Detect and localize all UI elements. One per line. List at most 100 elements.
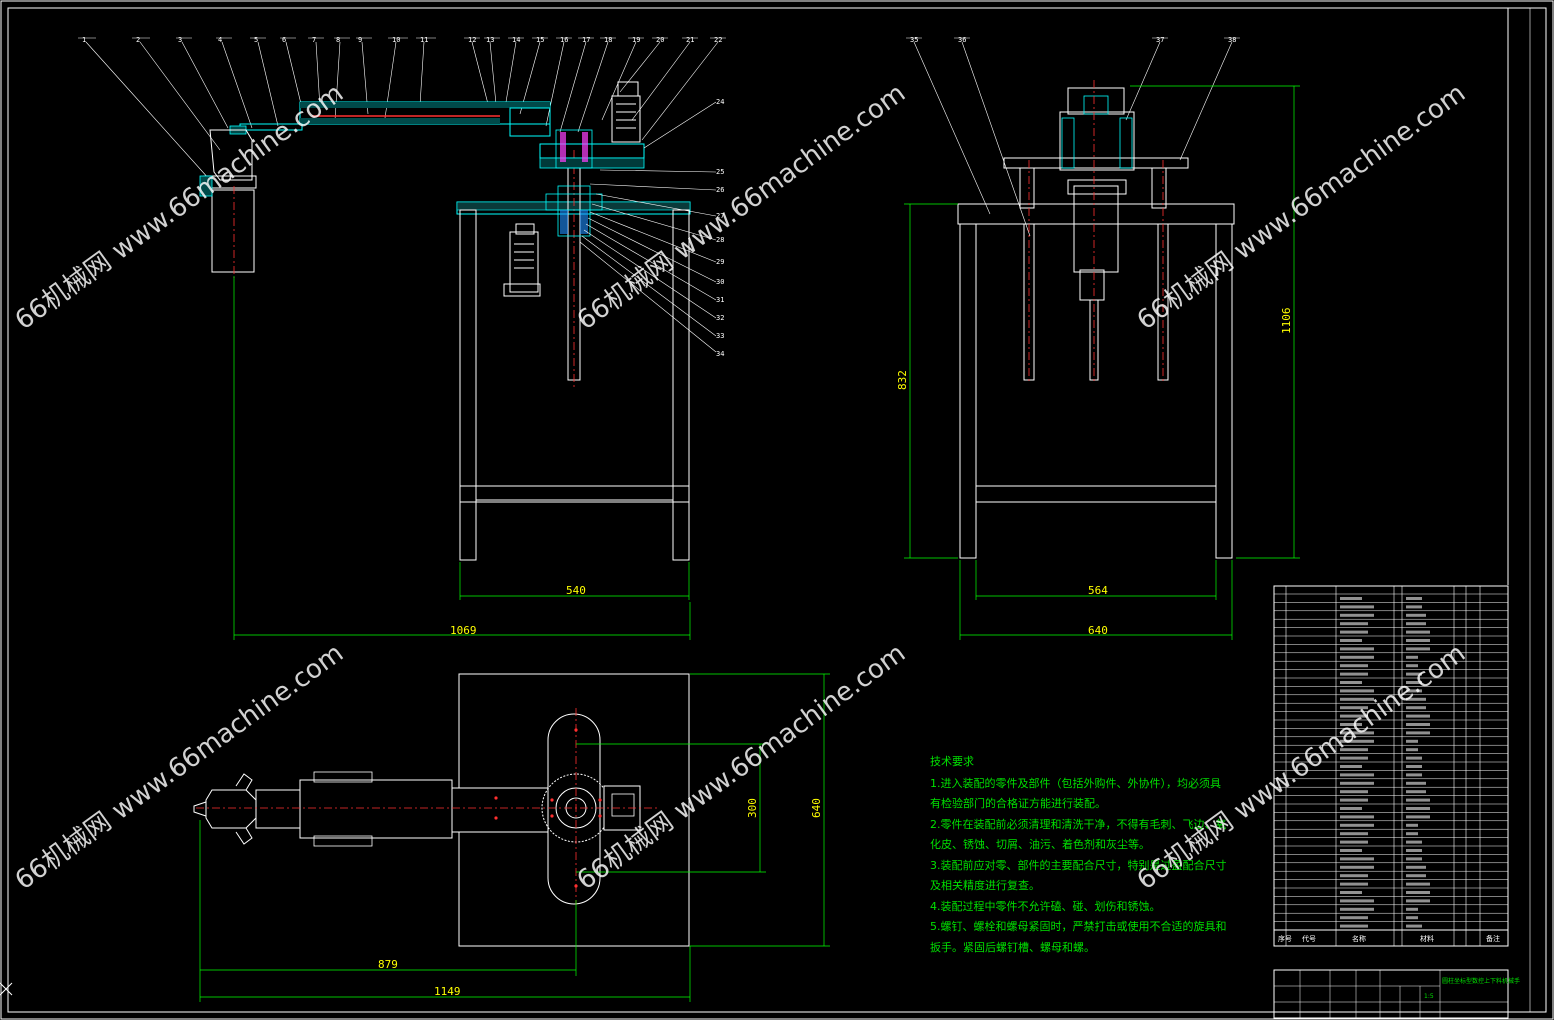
balloon-37: 37 [1156,36,1164,44]
bom-entry-mark [1340,731,1374,735]
dim-832 [904,203,958,559]
bom-entry-mark [1340,655,1374,659]
dim-1149 [199,946,691,1002]
bom-entry-mark [1340,832,1368,836]
balloon-15: 15 [536,36,544,44]
bom-entry-mark [1340,865,1374,869]
bom-entry-mark [1340,756,1368,760]
dim-300 [576,743,766,873]
bom-entry-mark [1406,765,1422,768]
balloon-19: 19 [632,36,640,44]
bom-entry-mark [1406,891,1430,894]
side-leaders [579,101,717,353]
table-frame [459,209,690,561]
arm-housing-bottom [300,118,500,124]
title-block-grid [1274,970,1508,1018]
bom-entry-mark [1340,597,1362,600]
balloon-6: 6 [282,36,286,44]
arm-housing-top [300,102,550,108]
balloon-29: 29 [716,258,724,266]
bom-entry-mark [1340,891,1362,894]
dim-832-label: 832 [896,370,909,390]
technical-requirements: 技术要求 1.进入装配的零件及部件（包括外购件、外协件），均必须具有检验部门的合… [930,752,1230,958]
balloon-2: 2 [136,36,140,44]
dim-640-side [959,560,1233,640]
bom-entry-mark [1406,781,1426,785]
balloon-31: 31 [716,296,724,304]
balloon-11: 11 [420,36,428,44]
hub-seal-left [560,132,566,162]
balloon-10: 10 [392,36,400,44]
balloon-35: 35 [910,36,918,44]
dim-1149-label: 1149 [434,985,461,998]
dim-564-label: 564 [1088,584,1108,597]
dim-540 [459,562,690,600]
bom-entry-mark [1340,807,1362,810]
bom-entry-mark [1406,647,1430,651]
bom-entry-mark [1406,882,1430,886]
bom-col-material: 材料 [1420,934,1434,943]
balloon-9: 9 [358,36,362,44]
bom-entry-mark [1340,765,1362,768]
table-top-hatch [456,201,691,211]
parts-list-rows [1274,593,1508,931]
drawing-scale: 1:5 [1424,993,1434,1000]
bom-entry-mark [1406,630,1430,634]
bom-entry-mark [1406,798,1430,802]
parts-list-columns [1285,586,1481,946]
bom-entry-mark [1406,924,1422,928]
rotary-hub [555,129,593,169]
bom-entry-mark [1406,664,1418,668]
balloon-7: 7 [312,36,316,44]
technical-requirements-title: 技术要求 [930,755,974,768]
balloon-26: 26 [716,186,724,194]
bom-entry-mark [1406,832,1418,836]
front-leaders [78,37,726,181]
balloon-1: 1 [82,36,86,44]
bom-entry-mark [1406,790,1426,794]
bom-entry-mark [1340,689,1374,693]
bom-entry-mark [1340,613,1374,617]
drawing-name: 圆柱坐标型数控上下料机械手 [1442,977,1520,985]
bom-entry-mark [1406,874,1426,878]
bearing-right [580,210,588,234]
bom-entry-mark [1340,798,1368,802]
bom-entry-mark [1340,874,1368,878]
bom-entry-mark [1406,622,1426,626]
balloon-24: 24 [716,98,724,106]
balloon-27: 27 [716,212,724,220]
top-arm-body [299,779,453,839]
bom-entry-mark [1406,689,1422,693]
bearing-left [560,210,568,234]
bom-entry-mark [1406,773,1422,777]
dim-1069-label: 1069 [450,624,477,637]
dim-1106 [1130,85,1300,559]
bom-entry-mark [1406,655,1418,659]
bom-entry-mark [1406,815,1430,819]
side-table [957,87,1235,559]
bom-entry-mark [1340,815,1374,819]
bom-entry-mark [1340,773,1374,777]
bom-entry-mark [1406,731,1430,735]
bom-entry-mark [1406,916,1418,920]
side-bearings [1061,95,1133,169]
bom-entry-mark [1406,857,1422,861]
bom-entry-mark [1340,748,1368,752]
bom-col-code: 代号 [1302,934,1316,943]
bom-entry-mark [1340,907,1374,911]
dim-879-label: 879 [378,958,398,971]
top-gripper-tip [193,801,207,817]
bom-entry-mark [1340,697,1374,701]
top-rail-lower [313,835,373,847]
bom-entry-mark [1406,597,1422,600]
balloon-34: 34 [716,350,724,358]
bom-entry-mark [1406,672,1422,676]
top-rotary-plate [547,713,601,905]
bom-col-name: 名称 [1352,934,1366,943]
balloon-12: 12 [468,36,476,44]
tech-item-3: 3.装配前应对零、部件的主要配合尺寸，特别是过盈配合尺寸及相关精度进行复查。 [930,858,1227,893]
balloon-17: 17 [582,36,590,44]
